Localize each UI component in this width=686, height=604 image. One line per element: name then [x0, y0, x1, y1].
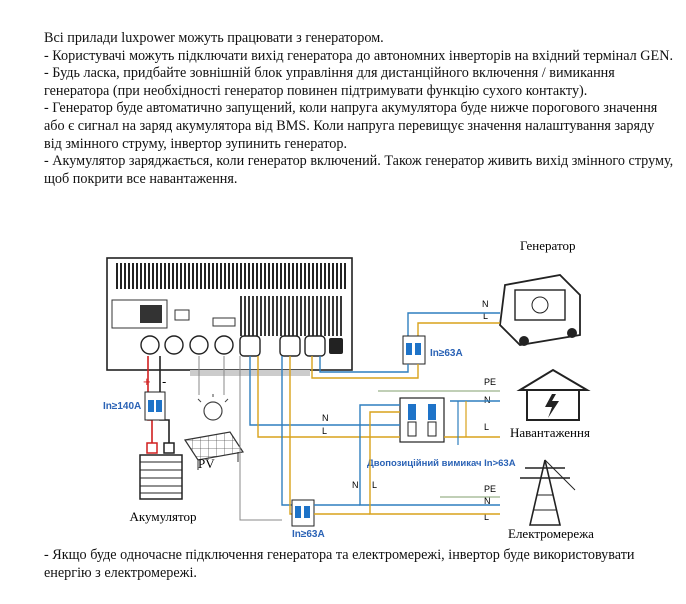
intro-text: Всі прилади luxpower можуть працювати з …: [44, 30, 674, 188]
out-l-label: L: [322, 426, 327, 436]
load-n-label: N: [484, 395, 491, 405]
inverter-terminals: [140, 335, 343, 357]
gen-n-label: N: [482, 299, 489, 309]
battery-minus: -: [162, 374, 166, 389]
battery-icon: [139, 442, 183, 500]
generator-breaker: [402, 335, 426, 365]
switch-label: Двопозиційний вимикач In>63A: [367, 458, 516, 469]
generator-label: Генератор: [520, 238, 575, 253]
power-tower-icon: [520, 459, 576, 526]
intro-line-3: - Будь ласка, придбайте зовнішній блок у…: [44, 65, 615, 99]
load-label: Навантаження: [510, 425, 590, 440]
generator-breaker-rating: In≥63A: [430, 348, 463, 359]
pv-panel-icon: [184, 394, 244, 470]
grid-pe-label: PE: [484, 484, 496, 494]
footer-line: - Якщо буде одночасне підключення генера…: [44, 547, 635, 581]
grid-switch-l-label: L: [372, 480, 377, 490]
load-pe-label: PE: [484, 377, 496, 387]
intro-line-1: Всі прилади luxpower можуть працювати з …: [44, 30, 384, 46]
grid-switch-n-label: N: [352, 480, 359, 490]
battery-label: Акумулятор: [130, 509, 197, 524]
pv-label: PV: [198, 456, 215, 471]
intro-line-4: - Генератор буде автоматично запущений, …: [44, 100, 658, 152]
grid-l-label: L: [484, 512, 489, 522]
out-n-label: N: [322, 413, 329, 423]
gen-l-label: L: [483, 311, 488, 321]
changeover-switch: [399, 397, 445, 443]
house-load-icon: [516, 368, 591, 421]
load-l-label: L: [484, 422, 489, 432]
grid-breaker: [291, 499, 315, 527]
grid-n-label: N: [484, 496, 491, 506]
battery-plus: +: [143, 374, 151, 389]
intro-line-2: - Користувачі можуть підключати вихід ге…: [44, 47, 673, 64]
battery-breaker: [144, 391, 166, 421]
intro-line-5: - Акумулятор заряджається, коли генерато…: [44, 153, 674, 187]
grid-breaker-rating: In≥63A: [292, 529, 325, 540]
battery-breaker-rating: In≥140A: [103, 401, 141, 412]
footer-note: - Якщо буде одночасне підключення генера…: [44, 547, 674, 582]
generator-icon: [499, 274, 581, 346]
grid-label: Електромережа: [508, 526, 594, 541]
inverter: [106, 257, 353, 376]
